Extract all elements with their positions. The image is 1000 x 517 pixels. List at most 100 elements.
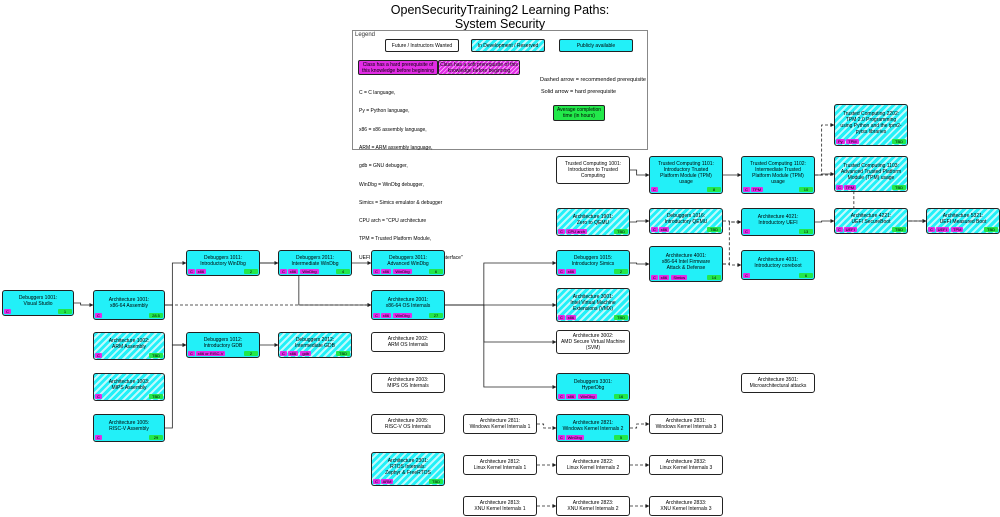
prereq-badge: TPM <box>951 227 964 232</box>
prereq-badge: C <box>743 229 750 234</box>
edge-arch1001-dbg1011 <box>165 261 187 306</box>
prereq-badge: WinDbg <box>393 313 412 318</box>
edge-tc1001-tc1101 <box>630 169 650 177</box>
course-title: Architecture 2823:XNU Kernel Internals 2 <box>567 500 619 512</box>
prereq-badge: x86 <box>565 315 577 320</box>
prereq-badge: C <box>558 269 565 274</box>
hours-badge: 6 <box>429 269 443 274</box>
prereq-badge: x86 <box>287 351 299 356</box>
hours-badge: 6 <box>799 273 813 278</box>
hours-badge: 4 <box>336 269 350 274</box>
course-title: Trusted Computing 1101:Introductory Trus… <box>658 161 714 185</box>
edge-arch4001-arch4021 <box>723 220 742 265</box>
course-title: Trusted Computing 2202:TPM 2.0 Programmi… <box>840 111 902 135</box>
hours-badge: 29 <box>149 435 163 440</box>
prereq-badge: C <box>651 227 658 232</box>
course-arch2811[interactable]: Architecture 2811:Windows Kernel Interna… <box>463 414 537 434</box>
course-arch2833[interactable]: Architecture 2833:XNU Kernel Internals 3 <box>649 496 723 516</box>
prereq-badge: C <box>95 435 102 440</box>
course-arch2813[interactable]: Architecture 2813:XNU Kernel Internals 1 <box>463 496 537 516</box>
course-arch2831[interactable]: Architecture 2831:Windows Kernel Interna… <box>649 414 723 434</box>
prereq-badge: C <box>95 353 102 358</box>
course-title: Architecture 2301:RTOS Internals:Zephyr … <box>385 458 431 476</box>
hours-badge: 16 <box>614 394 628 399</box>
legend-dev: In Development / Reserved <box>471 39 545 52</box>
edge-arch2001-arch3002 <box>445 304 557 344</box>
prereq-badge: x86 <box>565 269 577 274</box>
hours-badge: 10 <box>799 187 813 192</box>
course-title: Debuggers 1001:Visual Studio <box>18 295 58 307</box>
course-arch3002[interactable]: Architecture 3002:AMD Secure Virtual Mac… <box>556 330 630 354</box>
hours-badge: TBD <box>614 315 628 320</box>
course-title: Debuggers 3301:HyperDbg <box>573 379 613 391</box>
prereq-badge: WinDbg <box>578 394 597 399</box>
prereq-badge: C <box>836 185 843 190</box>
legend-dashed-text: Dashed arrow = recommended prerequisite <box>540 77 646 83</box>
edge-arch2821-arch2831 <box>630 422 650 429</box>
course-arch2832[interactable]: Architecture 2832:Linux Kernel Internals… <box>649 455 723 475</box>
legend-title: Legend <box>355 32 376 38</box>
prereq-badge: CPU arch <box>565 229 587 234</box>
legend-hard-prereq: Class has a hard prerequisite of this kn… <box>358 60 438 75</box>
course-arch2821[interactable]: Architecture 2821:Windows Kernel Interna… <box>556 414 630 442</box>
course-tc1102[interactable]: Trusted Computing 1102:Intermediate Trus… <box>741 156 815 194</box>
legend-abbrev-line: CPU arch = "CPU architecture <box>359 218 427 225</box>
hours-badge: TBD <box>336 351 350 356</box>
course-arch2812[interactable]: Architecture 2812:Linux Kernel Internals… <box>463 455 537 475</box>
course-tc2202[interactable]: Trusted Computing 2202:TPM 2.0 Programmi… <box>834 104 908 146</box>
prereq-badge: TPM <box>750 187 764 192</box>
prereq-badge: C <box>373 479 380 484</box>
course-arch2005[interactable]: Architecture 2005:RISC-V OS Internals <box>371 414 445 434</box>
course-title: Architecture 2833:XNU Kernel Internals 3 <box>660 500 712 512</box>
course-arch3501[interactable]: Architecture 3501:Microarchitectural att… <box>741 373 815 393</box>
edge-arch1901-dbg1016 <box>630 219 650 223</box>
course-arch2002[interactable]: Architecture 2002:ARM OS Internals <box>371 332 445 352</box>
edge-arch1005-dbg1012 <box>165 343 187 429</box>
course-tc1001[interactable]: Trusted Computing 1001:Introduction to T… <box>556 156 630 184</box>
course-tc1101[interactable]: Trusted Computing 1101:Introductory Trus… <box>649 156 723 194</box>
course-title: Debuggers 1011:Introductory WinDbg <box>200 255 246 267</box>
legend-abbrev-line: ARM = ARM assembly language, <box>359 145 433 152</box>
course-arch2003[interactable]: Architecture 2003:MIPS OS Internals <box>371 373 445 393</box>
prereq-badge: ARM <box>380 479 394 484</box>
course-arch2301[interactable]: Architecture 2301:RTOS Internals:Zephyr … <box>371 452 445 486</box>
prereq-badge: C <box>558 435 565 440</box>
prereq-badge: C <box>651 275 658 280</box>
page-subtitle: System Security <box>454 17 546 31</box>
prereq-badge: C <box>743 273 750 278</box>
prereq-badge: C <box>373 313 380 318</box>
course-title: Architecture 3501:Microarchitectural att… <box>749 377 807 389</box>
hours-badge: TBD <box>892 185 906 190</box>
edge-dbg1015-arch4001 <box>630 262 650 266</box>
course-tc1103[interactable]: Trusted Computing 1103:Advanced Trusted … <box>834 156 908 192</box>
prereq-badge: TPM <box>846 139 859 144</box>
prereq-badge: C <box>558 394 565 399</box>
legend-abbrev-line: x86 = x86 assembly language, <box>359 126 427 133</box>
legend-future: Future / Instructors Wanted <box>385 39 459 52</box>
course-title: Architecture 2831:Windows Kernel Interna… <box>655 418 717 430</box>
course-arch2823[interactable]: Architecture 2823:XNU Kernel Internals 2 <box>556 496 630 516</box>
course-arch2822[interactable]: Architecture 2822:Linux Kernel Internals… <box>556 455 630 475</box>
